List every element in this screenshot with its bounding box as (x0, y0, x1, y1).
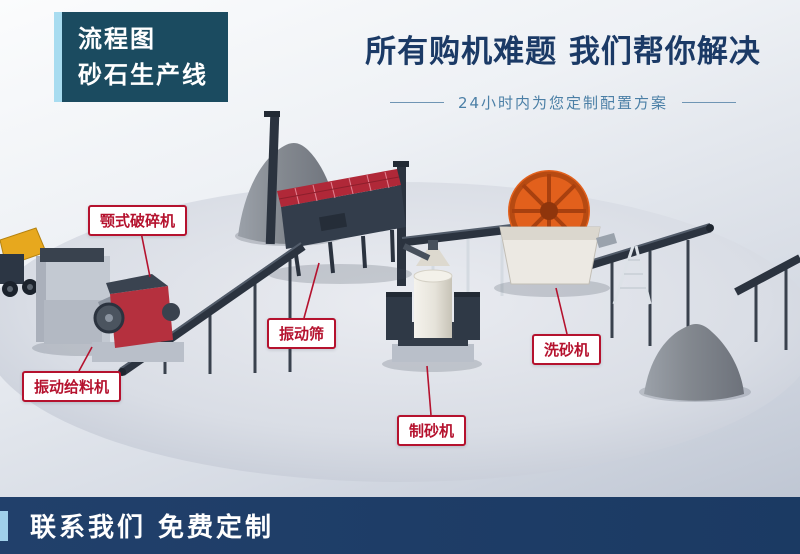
badge-text: 流程图 砂石生产线 (62, 12, 228, 102)
vibrating-feeder-machine (32, 248, 128, 356)
label-sand-washer: 洗砂机 (532, 334, 602, 365)
sand-washer-machine (494, 170, 617, 297)
ladder-frame (612, 245, 652, 305)
sand-maker-machine (382, 240, 482, 372)
label-sand-maker: 制砂机 (397, 415, 467, 446)
badge-line2: 砂石生产线 (78, 61, 208, 89)
subtitle-right-line (682, 102, 737, 103)
label-vibrating-screen: 振动筛 (267, 318, 337, 349)
subtitle-left-line (389, 102, 444, 103)
subtitle-text: 24小时内为您定制配置方案 (457, 94, 669, 112)
vibrating-screen-machine (268, 169, 412, 284)
label-jaw-crusher: 颚式破碎机 (88, 205, 188, 236)
jaw-crusher-machine (92, 274, 184, 362)
stone-pile-right (639, 324, 751, 402)
badge-line1: 流程图 (78, 25, 156, 53)
conveyor-far-right (734, 254, 800, 350)
badge-accent-bar (54, 12, 62, 102)
label-pointer-lines (78, 231, 568, 416)
page-title: 所有购机难题 我们帮你解决 (365, 34, 761, 70)
label-vibrating-feeder: 振动给料机 (22, 371, 122, 402)
contact-footer: 联系我们 免费定制 (0, 497, 800, 554)
flowchart-badge: 流程图 砂石生产线 (54, 12, 228, 102)
footer-text: 联系我们 免费定制 (30, 513, 275, 543)
subtitle-row: 24小时内为您定制配置方案 (330, 92, 796, 113)
conveyor-washer-to-pile (578, 223, 714, 352)
footer-accent-bar (0, 510, 8, 541)
